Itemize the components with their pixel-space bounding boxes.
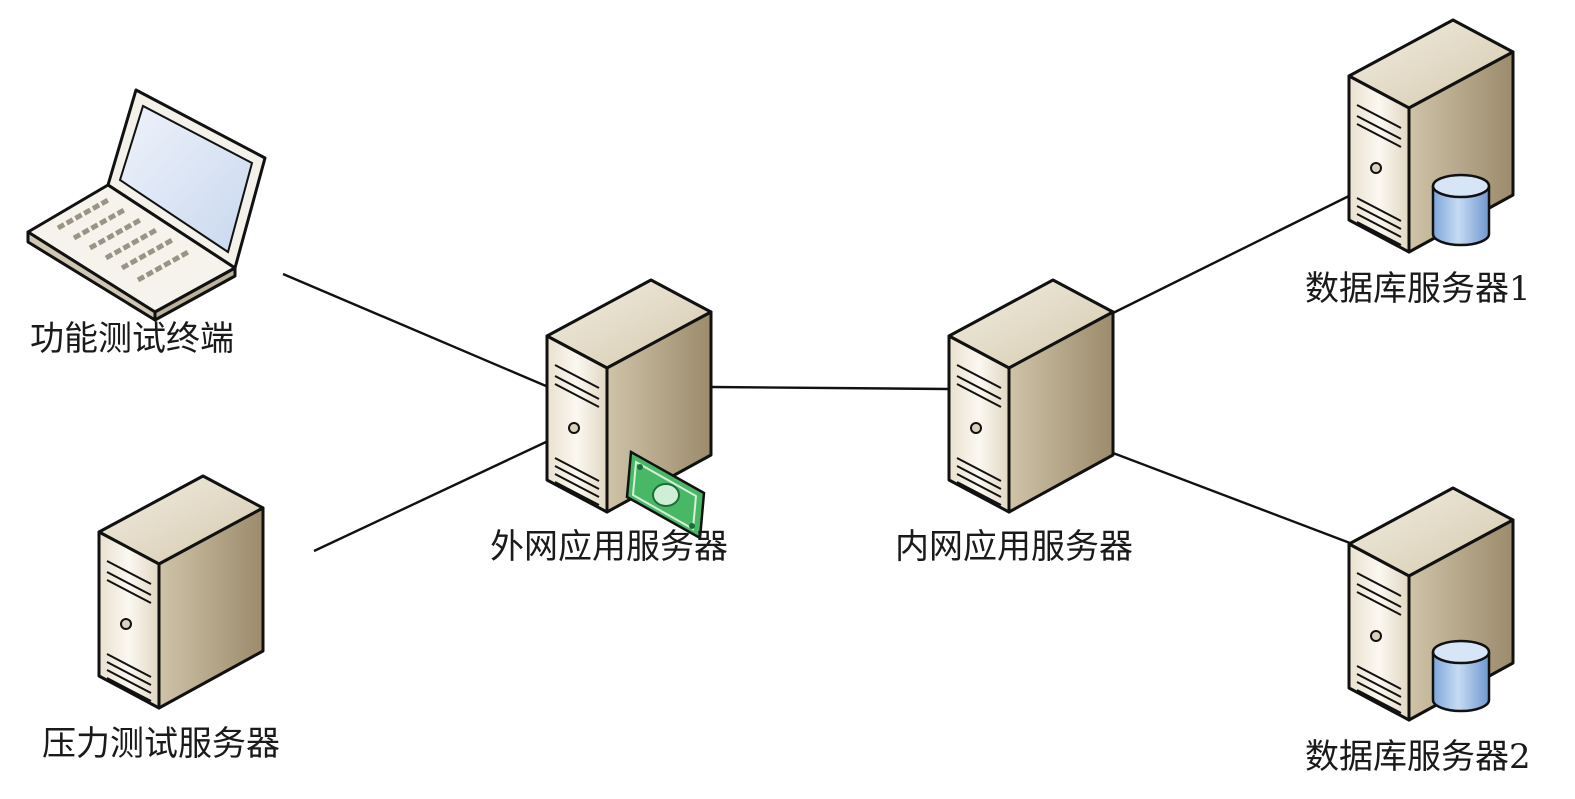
node-label: 外网应用服务器 [490,527,728,567]
node-label: 数据库服务器1 [1305,269,1531,309]
database-icon [1431,173,1491,247]
node-external-app-server: 外网应用服务器 [490,278,728,567]
node-internal-app-server: 内网应用服务器 [895,278,1133,567]
server-icon [97,474,265,710]
link-internal-to-db1 [1112,191,1356,315]
laptop-icon [26,88,267,322]
node-label: 数据库服务器2 [1305,737,1531,777]
node-functional-test-terminal: 功能测试终端 [26,88,267,359]
server-icon [947,278,1115,514]
node-database-server-2: 数据库服务器2 [1305,486,1531,777]
node-label: 功能测试终端 [30,319,234,359]
link-internal-to-db2 [1112,451,1351,545]
link-external-to-internal [710,385,949,391]
money-icon [625,449,706,541]
node-label: 压力测试服务器 [42,724,280,764]
node-database-server-1: 数据库服务器1 [1305,18,1531,309]
link-stress-to-external [313,440,547,553]
database-icon [1431,639,1491,713]
connections [282,191,1356,553]
link-terminal-to-external [282,272,547,388]
node-stress-test-server: 压力测试服务器 [42,474,280,764]
node-label: 内网应用服务器 [895,527,1133,567]
